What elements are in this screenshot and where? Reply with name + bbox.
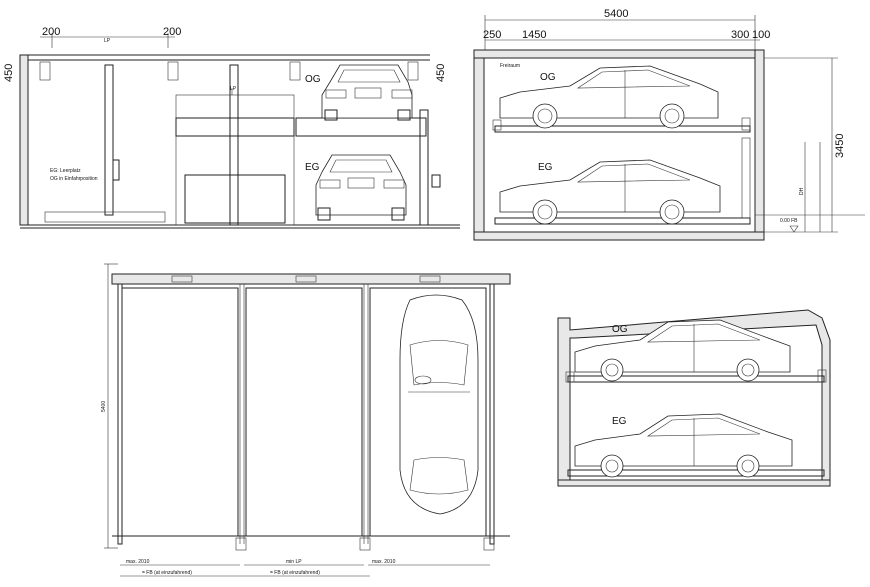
dim-200-right: 200 — [163, 26, 181, 38]
dim-450-left: 450 — [3, 64, 15, 82]
legend-line1: EG: Leerplatz — [50, 168, 81, 174]
eg-label-section: EG — [538, 162, 553, 173]
dim-450-right: 450 — [435, 64, 447, 82]
eg-label-front: EG — [305, 162, 320, 173]
car-small-lower — [574, 413, 793, 478]
dim-250: 250 — [483, 29, 501, 41]
section-right-wall — [754, 49, 765, 241]
side-section: 5400 250 1450 300 100 Freiraum OG — [473, 8, 865, 241]
dim-lp-mid: LP — [230, 86, 237, 92]
fb-mid-label: = FB (at einzufahrend) — [270, 570, 320, 576]
eg-label-small: EG — [612, 416, 627, 427]
legend-line2: OG in Einfahrposition — [50, 176, 98, 182]
gap-label-1: max. 2010 — [126, 559, 150, 565]
car-side-lower — [499, 159, 721, 225]
og-label-section: OG — [540, 72, 556, 83]
dim-1450: 1450 — [522, 29, 546, 41]
dim-200-left: 200 — [42, 26, 60, 38]
car-small-upper — [574, 319, 791, 382]
plan-width-label: min LP — [286, 559, 302, 565]
plan-bay-1 — [121, 287, 239, 537]
og-label-small: OG — [612, 324, 628, 335]
section-left-wall — [473, 49, 485, 241]
car-side-upper — [499, 65, 719, 129]
plan-back-wall — [111, 273, 511, 285]
dim-100: 100 — [752, 29, 770, 41]
plan-view: 5400 max. 2010 max. 20 — [101, 263, 511, 577]
left-wall — [19, 54, 29, 226]
level-label: 0.00 FB — [780, 218, 798, 224]
gap-label-2: max. 2010 — [372, 559, 396, 565]
car-top-view — [399, 294, 479, 515]
section-ceiling — [473, 49, 765, 59]
dim-lp: LP — [104, 38, 111, 44]
og-label-front: OG — [305, 74, 321, 85]
dim-3450: 3450 — [834, 134, 846, 158]
dh-label: DH — [799, 187, 805, 195]
section-floor — [473, 231, 765, 241]
car-rear-upper — [321, 64, 413, 121]
small-section: OG EG — [557, 309, 831, 487]
front-elevation: 200 200 LP 450 EG: Leerplatz OG in Einfa… — [3, 26, 460, 229]
dim-5400: 5400 — [604, 8, 628, 20]
freeraum-label: Freiraum — [500, 63, 520, 69]
dim-300: 300 — [731, 29, 749, 41]
plan-bay-2 — [245, 287, 363, 537]
car-rear-lower — [315, 154, 407, 221]
fb-left-label: = FB (at einzufahrend) — [142, 570, 192, 576]
plan-depth-label: 5400 — [101, 401, 107, 412]
